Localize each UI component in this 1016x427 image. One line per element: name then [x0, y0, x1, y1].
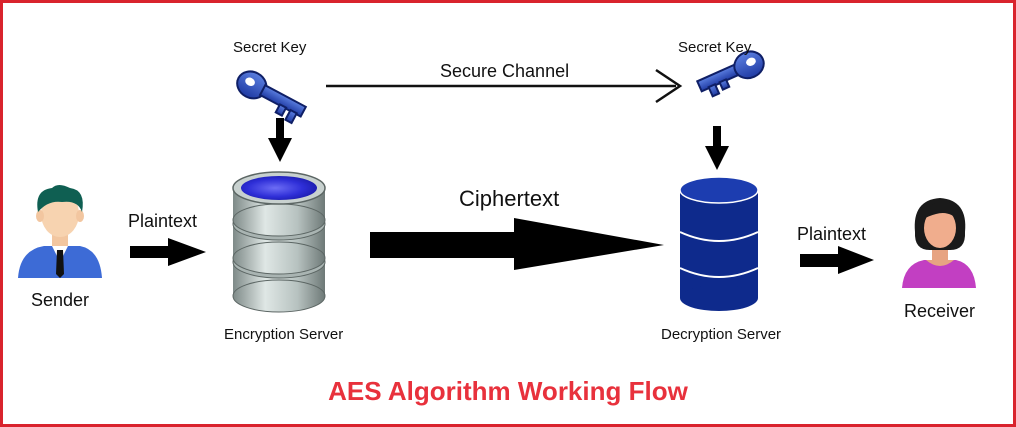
- secret-key-left-label: Secret Key: [233, 39, 307, 56]
- receiver-label: Receiver: [904, 301, 976, 321]
- plaintext-in-label: Plaintext: [128, 211, 198, 231]
- secret-key-left-icon: [236, 70, 308, 125]
- decryption-server-icon: [679, 176, 759, 311]
- key-to-encryption-arrow: [268, 118, 292, 162]
- receiver-icon: [902, 198, 976, 288]
- plaintext-out-label: Plaintext: [797, 224, 867, 244]
- ciphertext-arrow: [370, 218, 664, 270]
- encryption-server-icon: [232, 171, 326, 313]
- secure-channel-arrow: [326, 68, 683, 104]
- secret-key-right-label: Secret Key: [678, 39, 752, 56]
- diagram-title: AES Algorithm Working Flow: [328, 376, 688, 406]
- sender-label: Sender: [31, 290, 90, 310]
- plaintext-in-arrow: [130, 238, 206, 266]
- encryption-server-label: Encryption Server: [224, 326, 344, 343]
- ciphertext-label: Ciphertext: [459, 186, 560, 211]
- secure-channel-label: Secure Channel: [440, 61, 570, 81]
- decryption-server-label: Decryption Server: [661, 326, 782, 343]
- plaintext-out-arrow: [800, 246, 874, 274]
- sender-icon: [18, 185, 102, 278]
- secret-key-right-icon: [695, 50, 765, 98]
- key-to-decryption-arrow: [705, 126, 729, 170]
